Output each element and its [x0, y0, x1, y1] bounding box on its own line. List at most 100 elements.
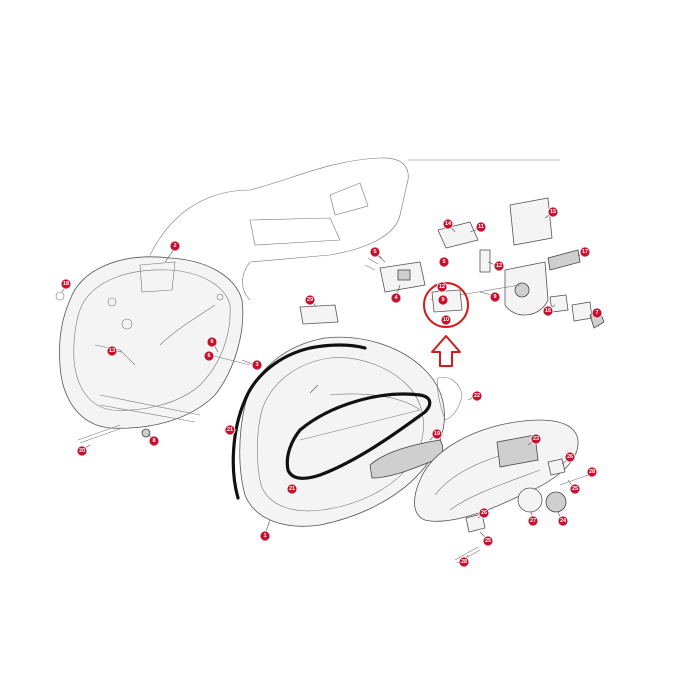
callout-circle [489, 291, 501, 303]
callout-circle [442, 218, 454, 230]
callout-3: 3 [251, 359, 263, 371]
callout-number: 15 [550, 209, 556, 215]
callout-12: 12 [436, 281, 448, 293]
lock-assembly [299, 197, 605, 329]
callout-circle [438, 256, 450, 268]
callout-12: 12 [493, 260, 505, 272]
callout-circle [224, 424, 236, 436]
callout-circle [390, 292, 402, 304]
callout-28: 28 [458, 556, 470, 568]
callout-21: 21 [224, 424, 236, 436]
callout-24: 24 [557, 515, 569, 527]
callout-16: 16 [542, 305, 554, 317]
callout-number: 11 [478, 224, 484, 230]
callout-26: 26 [478, 507, 490, 519]
callout-21: 21 [286, 483, 298, 495]
callout-circle [530, 433, 542, 445]
callout-27: 27 [527, 515, 539, 527]
callout-number: 24 [560, 518, 567, 524]
callout-number: 12 [439, 284, 445, 290]
callout-number: 5 [442, 259, 445, 265]
callout-number: 17 [582, 249, 588, 255]
callout-circle [304, 294, 316, 306]
callout-number: 7 [595, 310, 598, 316]
callout-number: 22 [474, 393, 480, 399]
callout-2: 2 [169, 240, 181, 252]
callout-circle [564, 451, 576, 463]
callout-8: 8 [148, 435, 160, 447]
callout-circle [542, 305, 554, 317]
callout-circle [203, 350, 215, 362]
callout-5: 5 [438, 256, 450, 268]
callout-number: 19 [434, 431, 440, 437]
callout-14: 14 [442, 218, 454, 230]
callout-circle [206, 336, 218, 348]
callout-circle [475, 221, 487, 233]
callout-circle [76, 445, 88, 457]
callout-25: 25 [569, 483, 581, 495]
callout-number: 28 [589, 469, 595, 475]
callout-1: 1 [259, 530, 271, 542]
callout-10: 10 [440, 314, 452, 326]
callout-circle [471, 390, 483, 402]
callout-circle [547, 206, 559, 218]
callout-22: 22 [471, 390, 483, 402]
callout-circle [569, 483, 581, 495]
callout-number: 9 [493, 294, 496, 300]
callout-number: 8 [152, 438, 155, 444]
inner-shell [59, 256, 244, 429]
callout-number: 18 [63, 281, 69, 287]
callout-number: 28 [461, 559, 467, 565]
callout-5: 5 [369, 246, 381, 258]
callout-29: 29 [304, 294, 316, 306]
callout-number: 16 [545, 308, 551, 314]
callout-15: 15 [547, 206, 559, 218]
callout-circle [286, 483, 298, 495]
callout-circle [436, 281, 448, 293]
main-shell [239, 336, 445, 527]
callout-6: 6 [206, 336, 218, 348]
callout-markers: 1234567891011121314151617181920212223242… [60, 206, 603, 568]
callout-number: 29 [307, 297, 313, 303]
callout-circle [557, 515, 569, 527]
callout-28: 28 [586, 466, 598, 478]
seal-gaskets [231, 343, 432, 500]
callout-number: 9 [441, 297, 444, 303]
callout-circle [106, 345, 118, 357]
callout-number: 25 [572, 486, 578, 492]
hardware [55, 291, 589, 564]
callout-circle [482, 535, 494, 547]
callout-number: 2 [173, 243, 176, 249]
callout-circle [440, 314, 452, 326]
callout-number: 6 [210, 339, 213, 345]
callout-circle [493, 260, 505, 272]
callout-18: 18 [60, 278, 72, 290]
callout-number: 26 [481, 510, 487, 516]
callout-circle [437, 294, 449, 306]
callout-number: 25 [485, 538, 491, 544]
highlight-arrow [431, 335, 461, 367]
callout-number: 21 [289, 486, 295, 492]
callout-number: 10 [443, 317, 449, 323]
callout-26: 26 [564, 451, 576, 463]
callout-circle [458, 556, 470, 568]
callout-11: 11 [475, 221, 487, 233]
callout-number: 4 [394, 295, 398, 301]
callout-circle [579, 246, 591, 258]
callout-7: 7 [591, 307, 603, 319]
callout-13: 13 [106, 345, 118, 357]
callout-circle [369, 246, 381, 258]
highlight-ring [423, 282, 469, 328]
callout-19: 19 [431, 428, 443, 440]
callout-circle [431, 428, 443, 440]
callout-number: 23 [533, 436, 539, 442]
callout-23: 23 [530, 433, 542, 445]
callout-25: 25 [482, 535, 494, 547]
callout-circle [60, 278, 72, 290]
callout-circle [259, 530, 271, 542]
callout-number: 5 [373, 249, 376, 255]
callout-6: 6 [203, 350, 215, 362]
callout-9: 9 [489, 291, 501, 303]
callout-number: 21 [227, 427, 233, 433]
callout-20: 20 [76, 445, 88, 457]
